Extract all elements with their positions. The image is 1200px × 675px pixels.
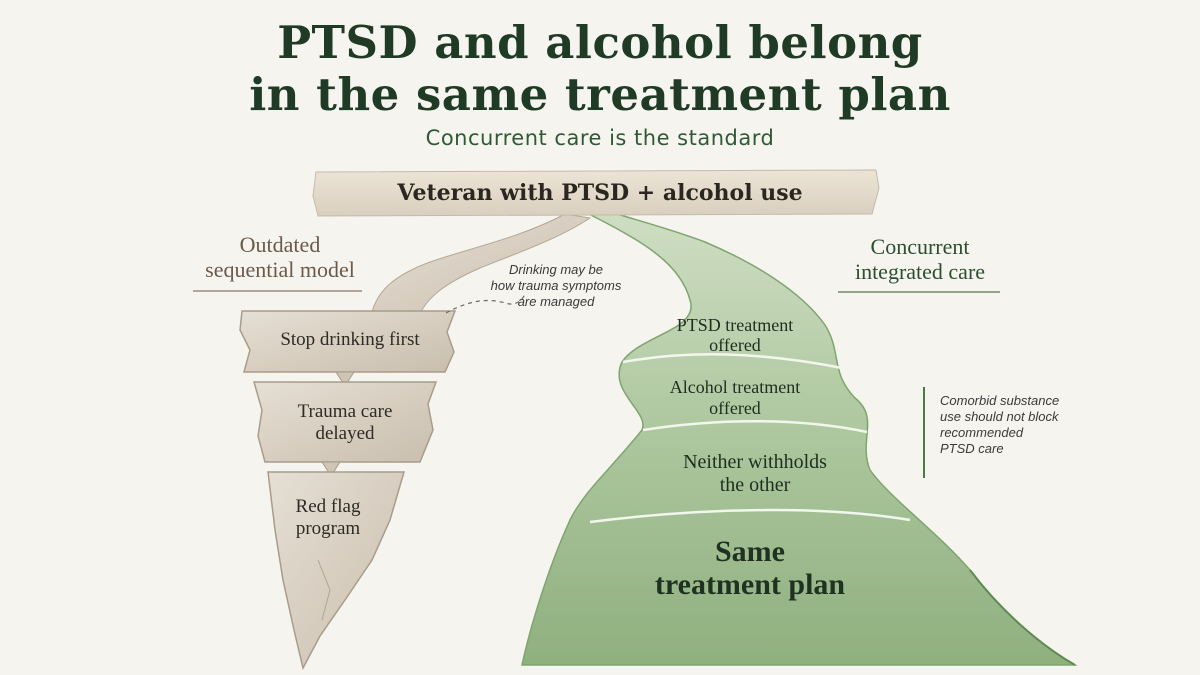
- title-line-2: in the same treatment plan: [249, 68, 951, 121]
- green-divider-3: [589, 508, 911, 524]
- stone-slab-stop-drinking: [239, 310, 457, 373]
- stone-slab-red-flag: [267, 471, 405, 671]
- banner-label: Veteran with PTSD + alcohol use: [397, 180, 803, 206]
- right-step-same-plan: Same treatment plan: [654, 535, 846, 601]
- right-step-neither-withholds: Neither withholds the other: [683, 451, 827, 496]
- stone-arrow-2: [321, 461, 341, 477]
- stone-slab-trauma-care: [253, 381, 438, 463]
- side-annotation: Comorbid substance use should not block …: [940, 393, 1060, 456]
- subtitle: Concurrent care is the standard: [425, 126, 775, 150]
- stone-crack: [317, 559, 331, 621]
- right-heading: Concurrent integrated care: [854, 234, 986, 284]
- right-step-ptsd-treatment: PTSD treatment offered: [676, 315, 794, 355]
- green-road-edge: [969, 569, 1076, 666]
- green-divider-1: [622, 353, 843, 370]
- left-step-trauma-care: Trauma care delayed: [297, 401, 393, 444]
- center-annotation: Drinking may be how trauma symptoms are …: [490, 262, 622, 309]
- left-step-red-flag: Red flag program: [295, 496, 361, 539]
- green-divider-2: [642, 420, 868, 434]
- left-heading: Outdated sequential model: [205, 232, 355, 282]
- title-line-1: PTSD and alcohol belong: [277, 16, 923, 69]
- right-step-alcohol-treatment: Alcohol treatment offered: [669, 377, 801, 418]
- stone-arrow-1: [335, 371, 355, 387]
- banner-paper: [312, 169, 880, 217]
- left-step-stop-drinking: Stop drinking first: [280, 329, 420, 350]
